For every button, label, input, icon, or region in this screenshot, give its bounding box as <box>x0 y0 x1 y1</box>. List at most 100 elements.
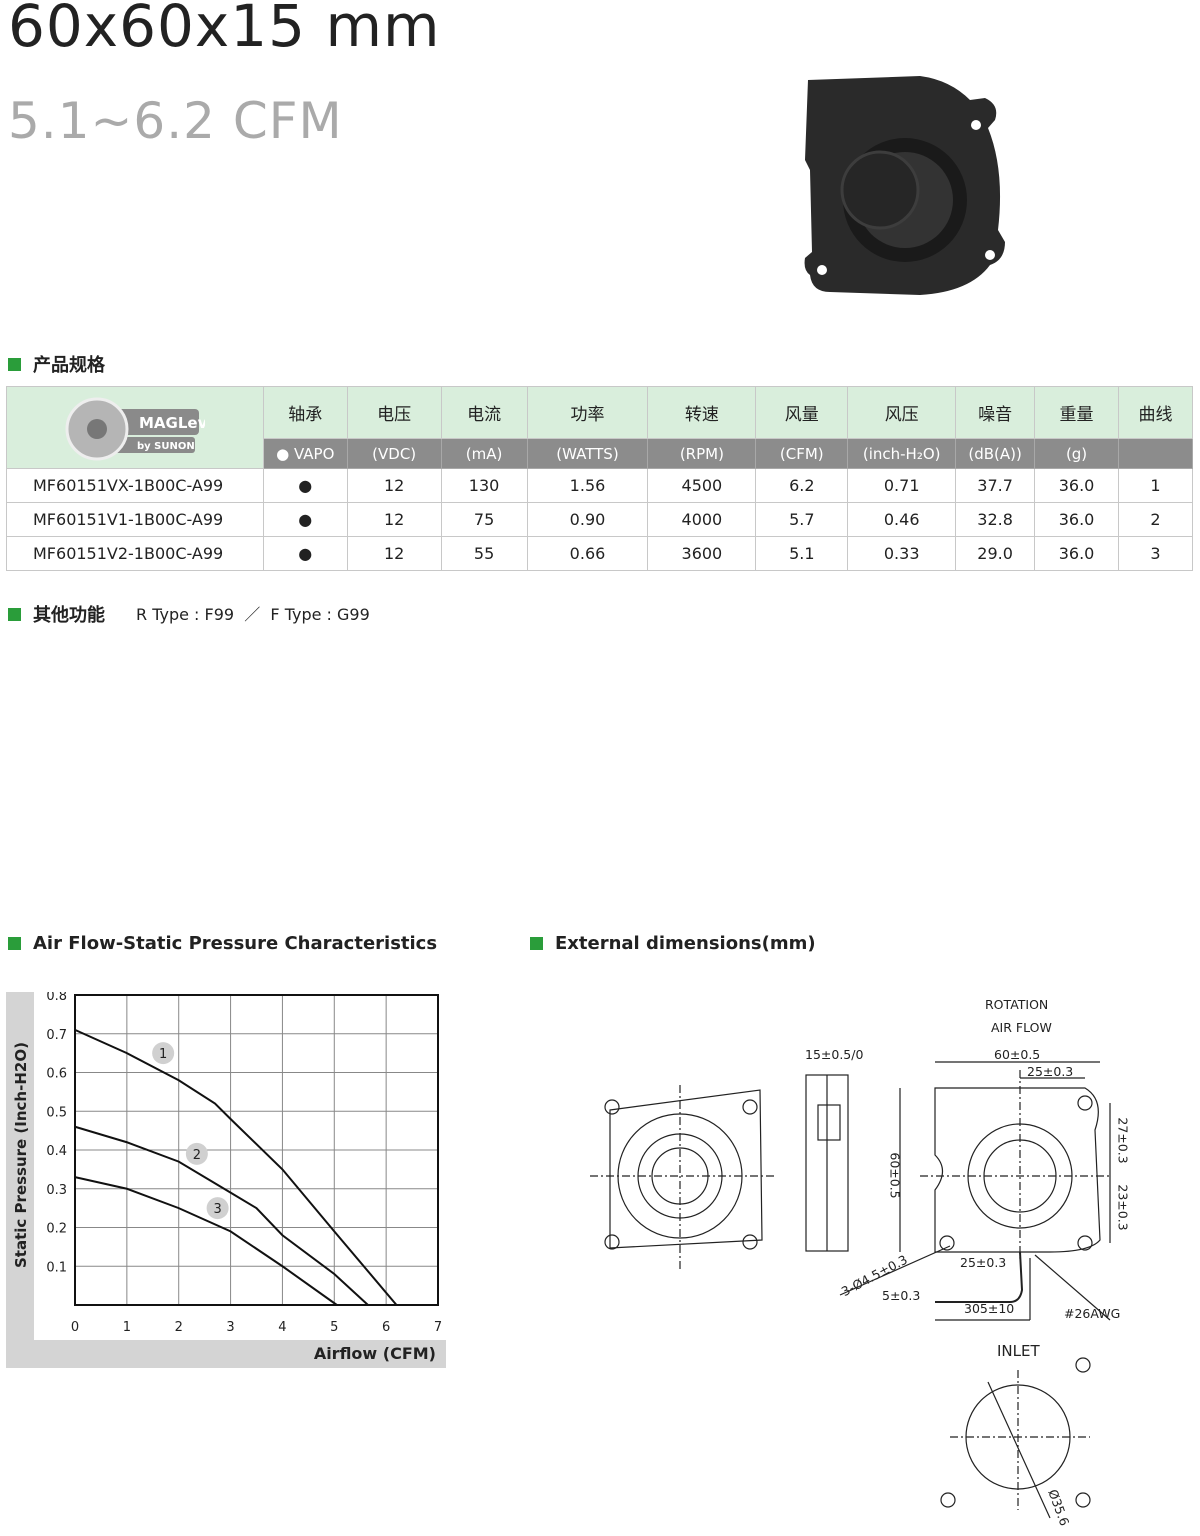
cell-model: MF60151V2-1B00C-A99 <box>6 536 264 571</box>
y-tick-label: 0.6 <box>46 1067 67 1082</box>
y-tick-label: 0.3 <box>46 1183 67 1198</box>
y-tick-label: 0.7 <box>46 1028 67 1043</box>
cell-airflow: 5.1 <box>755 536 849 571</box>
cell-airflow: 6.2 <box>755 468 849 503</box>
col-header-airflow: 风量 <box>755 386 849 439</box>
spec-table: MAGLev by SUNON 轴承 电压 电流 功率 转速 风量 风压 噪音 … <box>6 386 1193 571</box>
unit-curve <box>1118 438 1193 469</box>
col-header-bearing: 轴承 <box>262 386 348 439</box>
y-tick-label: 0.5 <box>46 1105 67 1120</box>
cell-curve: 1 <box>1118 468 1193 503</box>
col-header-voltage: 电压 <box>346 386 442 439</box>
cell-airflow: 5.7 <box>755 502 849 537</box>
svg-text:MAGLev: MAGLev <box>139 414 205 432</box>
unit-voltage: (VDC) <box>346 438 442 469</box>
bottom-offset-dimension: 25±0.3 <box>960 1255 1007 1270</box>
cell-weight: 36.0 <box>1034 536 1120 571</box>
col-header-current: 电流 <box>440 386 528 439</box>
col-header-power: 功率 <box>526 386 649 439</box>
cell-curve: 3 <box>1118 536 1193 571</box>
width-dimension: 60±0.5 <box>994 1047 1041 1062</box>
other-section-title: 其他功能 <box>33 605 105 626</box>
cell-voltage: 12 <box>346 502 442 537</box>
curve-2 <box>74 1125 369 1306</box>
plot-frame <box>74 994 439 1306</box>
cell-current: 55 <box>440 536 528 571</box>
curve-1 <box>74 1028 398 1306</box>
cell-power: 0.90 <box>526 502 649 537</box>
x-tick-label: 6 <box>382 1320 390 1335</box>
x-tick-label: 7 <box>434 1320 442 1335</box>
unit-power: (WATTS) <box>526 438 649 469</box>
x-tick-label: 1 <box>123 1320 131 1335</box>
svg-text:by SUNON: by SUNON <box>137 441 195 452</box>
x-tick-label: 3 <box>226 1320 234 1335</box>
cell-bearing: ● <box>262 536 348 571</box>
x-tick-label: 0 <box>71 1320 79 1335</box>
cell-curve: 2 <box>1118 502 1193 537</box>
x-axis-label: Airflow (CFM) <box>313 1344 436 1363</box>
curve-marker <box>206 1197 229 1220</box>
airflow-range: 5.1~6.2 CFM <box>8 92 343 150</box>
curve-label: 3 <box>213 1202 221 1217</box>
top-offset-dimension: 25±0.3 <box>1027 1064 1074 1079</box>
product-photo <box>804 76 1005 295</box>
cell-power: 1.56 <box>526 468 649 503</box>
cell-speed: 4000 <box>647 502 757 537</box>
spec-section-heading: 产品规格 <box>8 351 105 377</box>
col-header-curve: 曲线 <box>1118 386 1193 439</box>
cell-model: MF60151VX-1B00C-A99 <box>6 468 264 503</box>
unit-weight: (g) <box>1034 438 1120 469</box>
cell-voltage: 12 <box>346 468 442 503</box>
cell-speed: 3600 <box>647 536 757 571</box>
dim-section-title: External dimensions(mm) <box>555 933 816 954</box>
y-tick-label: 0.2 <box>46 1222 67 1237</box>
curve-label: 1 <box>159 1047 167 1062</box>
x-tick-label: 5 <box>330 1320 338 1335</box>
cell-power: 0.66 <box>526 536 649 571</box>
unit-airflow: (CFM) <box>755 438 849 469</box>
height-dimension: 60±0.5 <box>887 1152 903 1199</box>
cell-pressure: 0.46 <box>847 502 957 537</box>
type-note: R Type : F99 ／ F Type : G99 <box>136 605 370 624</box>
cell-noise: 37.7 <box>955 468 1036 503</box>
unit-noise: (dB(A)) <box>955 438 1036 469</box>
cell-current: 75 <box>440 502 528 537</box>
unit-speed: (RPM) <box>647 438 757 469</box>
cell-noise: 32.8 <box>955 502 1036 537</box>
cell-bearing: ● <box>262 468 348 503</box>
cell-weight: 36.0 <box>1034 502 1120 537</box>
curve-label: 2 <box>193 1148 201 1163</box>
cell-bearing: ● <box>262 502 348 537</box>
right-upper-dimension: 27±0.3 <box>1115 1117 1131 1164</box>
cell-current: 130 <box>440 468 528 503</box>
dim-section-heading: External dimensions(mm) <box>530 933 816 954</box>
curve-marker <box>185 1142 208 1165</box>
right-lower-dimension: 23±0.3 <box>1115 1184 1131 1231</box>
inlet-label: INLET <box>997 1342 1040 1360</box>
curve-3 <box>74 1176 338 1306</box>
maglev-logo: MAGLev by SUNON <box>6 386 264 469</box>
col-header-speed: 转速 <box>647 386 757 439</box>
unit-bearing: ● VAPO <box>262 438 348 469</box>
cell-pressure: 0.33 <box>847 536 957 571</box>
chart-section-title: Air Flow-Static Pressure Characteristics <box>33 933 438 954</box>
curve-marker <box>152 1042 175 1065</box>
pin-pitch-dimension: 5±0.3 <box>882 1288 921 1303</box>
x-tick-label: 2 <box>175 1320 183 1335</box>
airflow-direction-label: AIR FLOW <box>991 1020 1052 1035</box>
page-title: 60x60x15 mm <box>8 0 441 60</box>
y-tick-label: 0.1 <box>46 1260 67 1275</box>
y-tick-label: 0.4 <box>46 1144 67 1159</box>
y-tick-label: 0.8 <box>46 992 67 1004</box>
col-header-weight: 重量 <box>1034 386 1120 439</box>
col-header-pressure: 风压 <box>847 386 957 439</box>
x-tick-label: 4 <box>278 1320 286 1335</box>
wire-gauge-label: #26AWG <box>1064 1306 1121 1321</box>
col-header-noise: 噪音 <box>955 386 1036 439</box>
other-section-heading: 其他功能 <box>8 601 105 627</box>
cell-weight: 36.0 <box>1034 468 1120 503</box>
